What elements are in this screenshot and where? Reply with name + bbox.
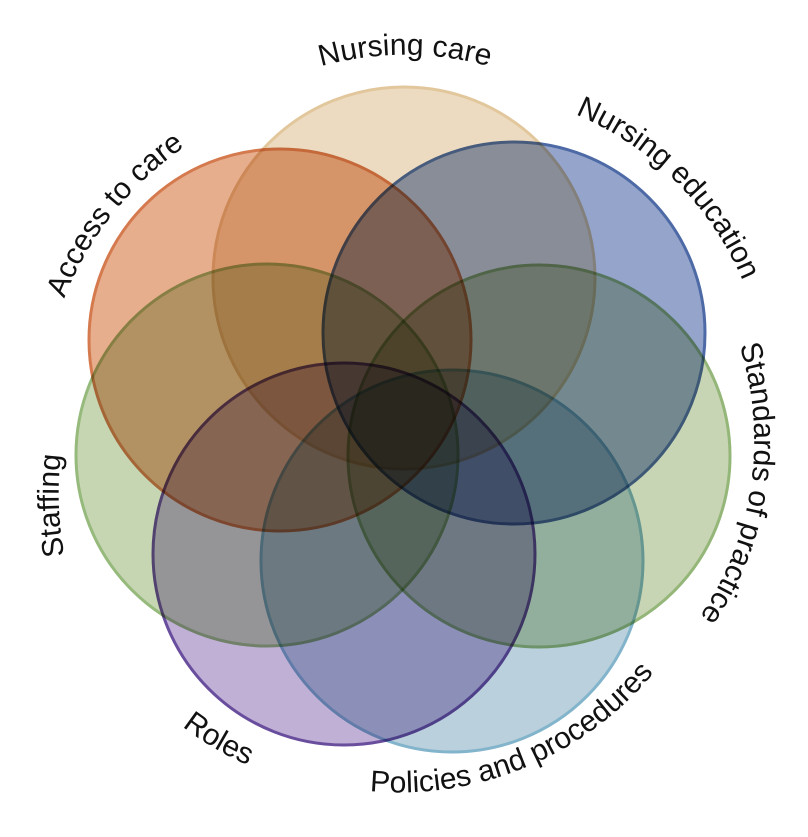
circle-policies-and-procedures	[259, 368, 645, 754]
label-nursing-care: Nursing care	[315, 29, 496, 73]
label-staffing: Staffing	[33, 452, 72, 559]
circle-group	[74, 85, 732, 754]
